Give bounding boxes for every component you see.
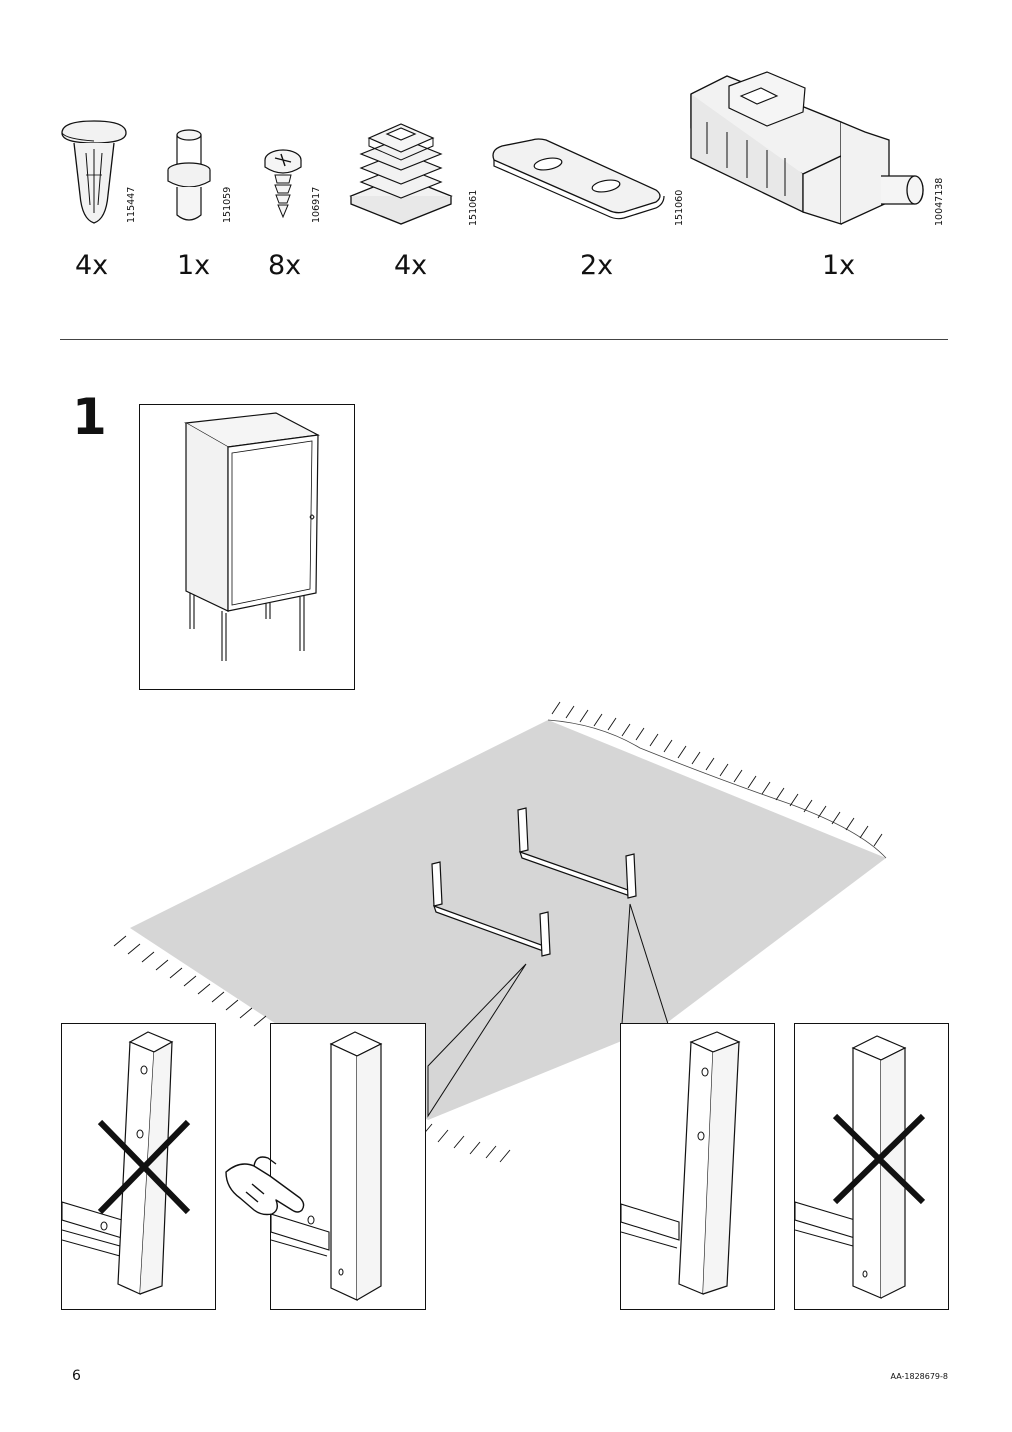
detail-correct-left: [270, 1023, 426, 1310]
step-number: 1: [72, 388, 107, 446]
part-door-catch: 10047138 1x: [685, 62, 955, 290]
leg-detail-icon: [62, 1031, 174, 1295]
rug-fringe: [113, 701, 883, 1163]
part-plastic-rivet: 115447 4x: [58, 115, 138, 290]
part-quantity: 4x: [394, 250, 428, 281]
connector-plate-icon: [492, 138, 665, 220]
part-screw: 106917 8x: [255, 115, 335, 290]
detail-wrong-left: [61, 1023, 216, 1310]
document-id: AA-1828679-8: [890, 1372, 948, 1381]
leg-frame-left: [431, 861, 551, 957]
rivet-icon: [61, 120, 127, 224]
part-quantity: 2x: [580, 250, 614, 281]
screw-icon: [264, 149, 302, 219]
foot-cap-icon: [349, 123, 453, 225]
detail-correct-right: [620, 1023, 775, 1310]
page-number: 6: [72, 1368, 81, 1384]
x-mark-icon: [97, 1119, 191, 1215]
door-catch-icon: [690, 71, 924, 225]
part-quantity: 4x: [75, 250, 109, 281]
part-quantity: 1x: [177, 250, 211, 281]
leg-frame-right: [517, 807, 637, 899]
leg-detail-icon: [621, 1031, 741, 1295]
callout-lines: [427, 903, 669, 1118]
part-shelf-pin: 151059 1x: [160, 115, 240, 290]
cabinet-overview-frame: [139, 404, 355, 690]
part-quantity: 8x: [268, 250, 302, 281]
part-connector-plate: 151060 2x: [488, 110, 688, 290]
rug: [130, 719, 887, 1120]
part-quantity: 1x: [822, 250, 856, 281]
cabinet-icon: [184, 412, 320, 661]
detail-wrong-right: [794, 1023, 949, 1310]
section-divider: [60, 339, 948, 340]
shelf-pin-icon: [167, 129, 211, 221]
x-mark-icon: [832, 1113, 926, 1205]
leg-detail-icon: [271, 1031, 383, 1301]
part-foot-cap: 151061 4x: [345, 110, 480, 290]
